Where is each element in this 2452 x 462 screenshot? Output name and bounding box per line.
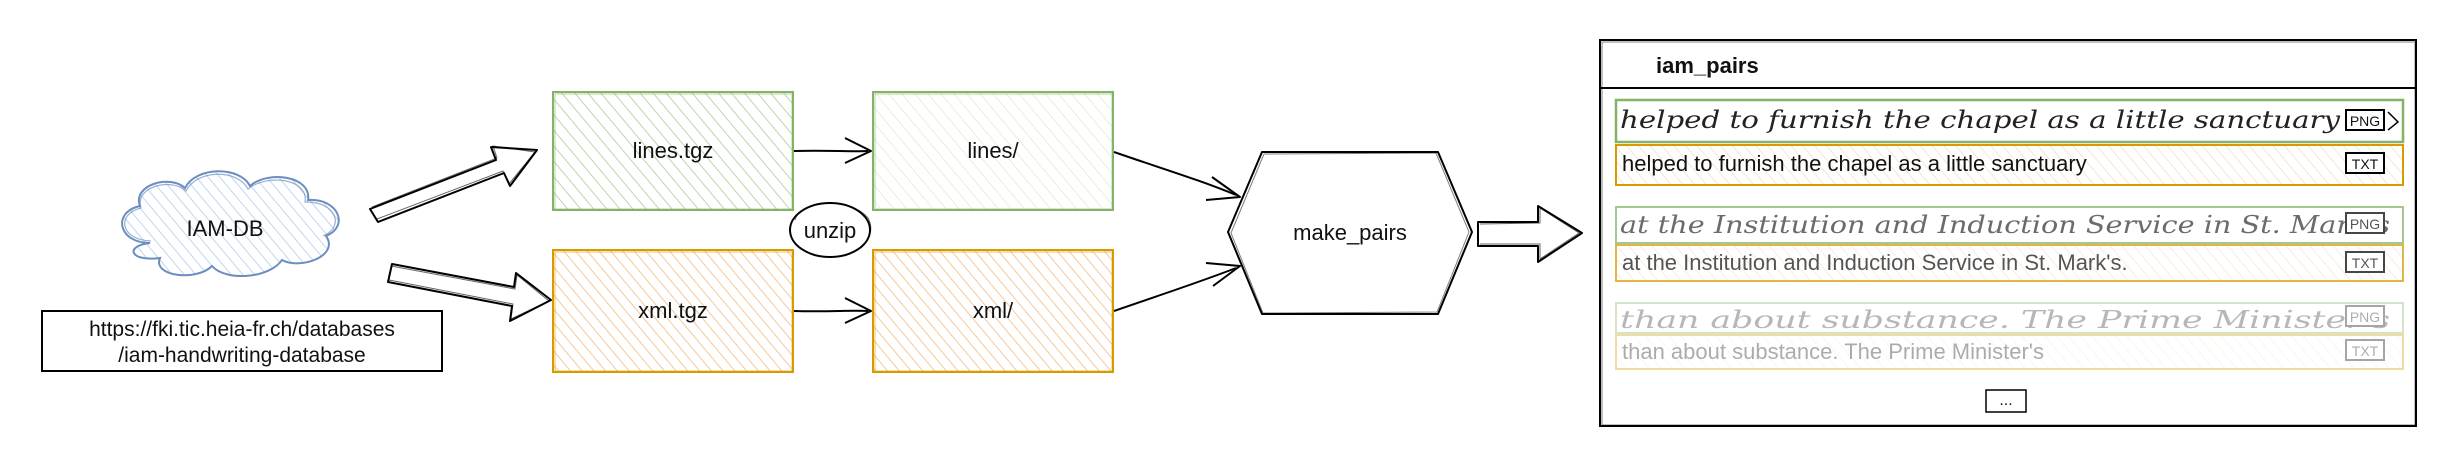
arrow-xml-to-make-pairs xyxy=(1113,262,1241,312)
more-indicator: ... xyxy=(1985,389,2027,413)
source-url-box: https://fki.tic.heia-fr.ch/databases /ia… xyxy=(41,310,443,372)
cloud-label: IAM-DB xyxy=(187,216,264,241)
pair-1: helped to furnish the chapel as a little… xyxy=(1614,98,2405,186)
lines-folder-node: lines/ xyxy=(872,91,1114,211)
iam-db-cloud: IAM-DB xyxy=(121,170,340,277)
block-arrow-output xyxy=(1477,205,1583,263)
xml-folder-label: xml/ xyxy=(973,298,1014,323)
make-pairs-label: make_pairs xyxy=(1293,220,1407,245)
txt-tag-1: TXT xyxy=(2352,156,2379,172)
unzip-label: unzip xyxy=(804,218,857,243)
handwriting-image-1: helped to furnish the chapel as a little… xyxy=(1620,106,2341,134)
pair-2: at the Institution and Induction Service… xyxy=(1615,206,2404,282)
handwriting-image-2: at the Institution and Induction Service… xyxy=(1620,211,2390,239)
url-line-2: /iam-handwriting-database xyxy=(118,344,365,367)
txt-tag-2: TXT xyxy=(2352,255,2379,271)
transcript-text-2: at the Institution and Induction Service… xyxy=(1622,250,2128,275)
png-tag-1: PNG xyxy=(2350,113,2380,129)
cloud-shape xyxy=(121,170,340,277)
pair-3: than about substance. The Prime Minister… xyxy=(1615,302,2404,370)
transcript-text-1: helped to furnish the chapel as a little… xyxy=(1622,151,2087,176)
transcript-text-3: than about substance. The Prime Minister… xyxy=(1622,339,2044,364)
iam-pairs-title: iam_pairs xyxy=(1656,53,1759,78)
block-arrow-down xyxy=(387,263,552,322)
make-pairs-node: make_pairs xyxy=(1227,151,1473,315)
png-tag-2: PNG xyxy=(2350,216,2380,232)
xml-tgz-label: xml.tgz xyxy=(638,298,708,323)
handwriting-image-3: than about substance. The Prime Minister… xyxy=(1620,306,2390,334)
lines-tgz-node: lines.tgz xyxy=(552,91,794,211)
unzip-badge: unzip xyxy=(789,202,872,258)
block-arrow-up xyxy=(369,145,538,223)
xml-tgz-node: xml.tgz xyxy=(552,249,794,373)
unzip-arrow-bottom xyxy=(793,297,872,324)
txt-tag-3: TXT xyxy=(2352,343,2379,359)
iam-pairs-panel: iam_pairs helped to furnish the chapel a… xyxy=(1599,39,2417,427)
lines-tgz-label: lines.tgz xyxy=(633,138,714,163)
more-label: ... xyxy=(1999,392,2012,409)
png-tag-3: PNG xyxy=(2350,309,2380,325)
lines-folder-label: lines/ xyxy=(967,138,1019,163)
unzip-arrow-top xyxy=(793,137,872,164)
url-line-1: https://fki.tic.heia-fr.ch/databases xyxy=(89,318,395,341)
arrow-lines-to-make-pairs xyxy=(1113,151,1241,201)
xml-folder-node: xml/ xyxy=(872,249,1114,373)
